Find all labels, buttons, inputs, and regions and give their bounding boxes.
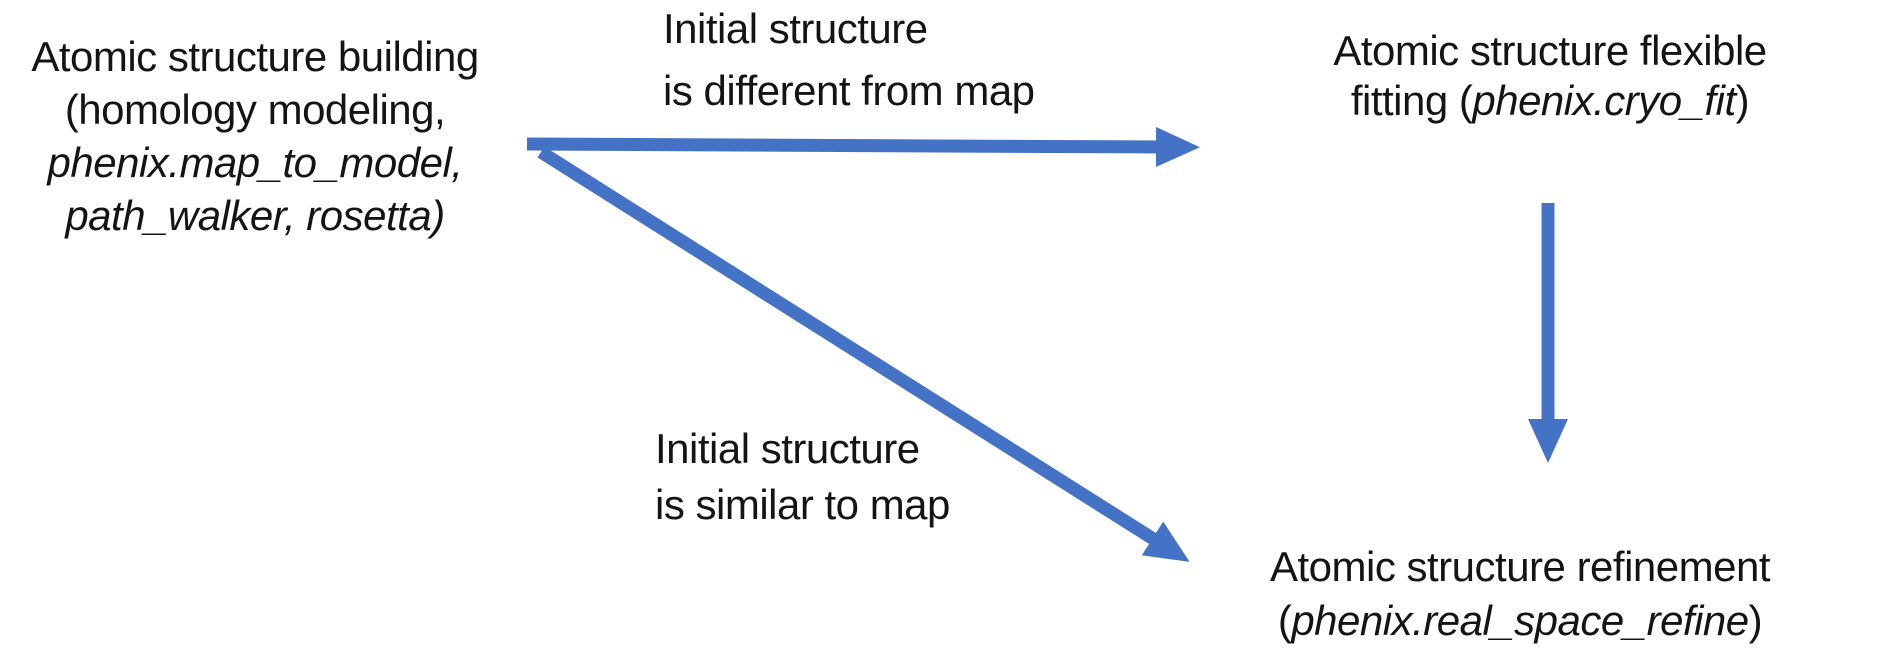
plain-text: (: [1277, 597, 1292, 644]
text-line: is different from map: [663, 60, 1035, 122]
text-line: Initial structure: [655, 421, 950, 477]
node-atomic-structure-building: Atomic structure building (homology model…: [0, 30, 510, 242]
text-line: Atomic structure building: [0, 30, 510, 83]
plain-text: Atomic structure building: [31, 33, 479, 80]
node-atomic-structure-refinement: Atomic structure refinement(phenix.real_…: [1260, 540, 1780, 648]
plain-text: Atomic structure refinement: [1269, 543, 1771, 590]
plain-text: is different from map: [663, 67, 1035, 114]
text-line: fitting (phenix.cryo_fit): [1315, 76, 1785, 126]
text-line: path_walker, rosetta): [0, 189, 510, 242]
label-initial-structure-different-from-map: Initial structure is different from map: [663, 0, 1035, 122]
plain-text: ): [1748, 597, 1763, 644]
text-line: phenix.map_to_model,: [0, 136, 510, 189]
text-line: Initial structure: [663, 0, 1035, 60]
plain-text: Initial structure: [663, 5, 928, 52]
text-line: Atomic structure flexible: [1315, 26, 1785, 76]
program-name-text: path_walker, rosetta): [65, 192, 445, 239]
arrow-building-to-fitting: [526, 126, 1200, 167]
text-line: is similar to map: [655, 477, 950, 533]
program-name-text: phenix.real_space_refine: [1291, 597, 1749, 644]
label-initial-structure-similar-to-map: Initial structure is similar to map: [655, 421, 950, 533]
text-line: (homology modeling,: [0, 83, 510, 136]
plain-text: is similar to map: [655, 481, 950, 528]
text-line: (phenix.real_space_refine): [1260, 594, 1780, 648]
plain-text: (homology modeling,: [64, 86, 446, 133]
plain-text: ): [1735, 77, 1750, 124]
program-name-text: phenix.map_to_model,: [47, 139, 463, 186]
plain-text: Initial structure: [655, 425, 920, 472]
plain-text: Atomic structure flexible: [1333, 27, 1767, 74]
text-line: Atomic structure refinement: [1260, 540, 1780, 594]
plain-text: fitting (: [1350, 77, 1473, 124]
program-name-text: phenix.cryo_fit: [1472, 77, 1736, 124]
